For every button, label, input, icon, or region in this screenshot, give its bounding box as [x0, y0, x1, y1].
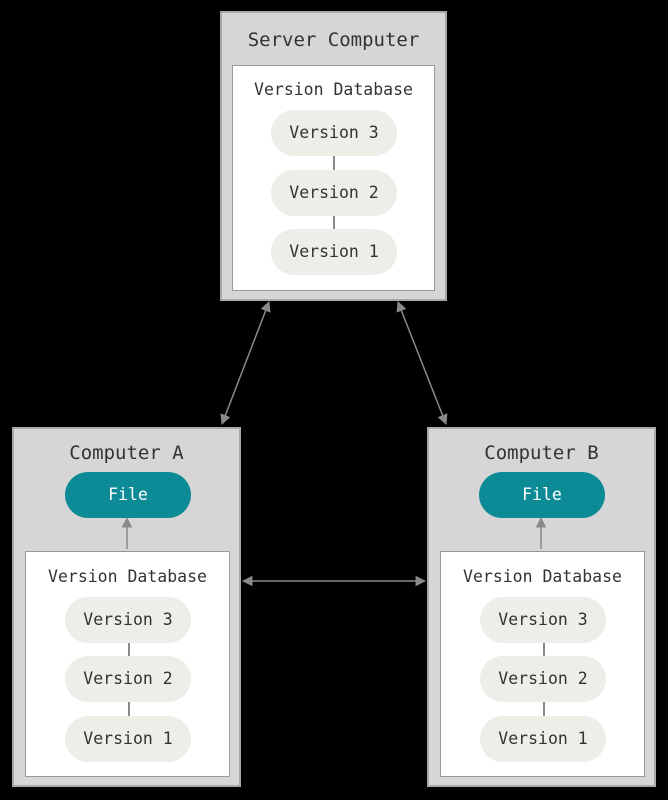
computer-a-version-1: Version 1: [65, 716, 191, 762]
computer-b-version-3: Version 3: [480, 597, 606, 643]
server-version-3: Version 3: [271, 110, 397, 156]
computer-b: Computer B File Version Database Version…: [427, 427, 656, 787]
server-version-database: Version Database Version 3 Version 2 Ver…: [232, 65, 435, 291]
computer-a-title: Computer A: [69, 442, 184, 464]
computer-b-title: Computer B: [484, 442, 599, 464]
computer-a-version-database: Version Database Version 3 Version 2 Ver…: [25, 551, 230, 777]
computer-b-version-2: Version 2: [480, 656, 606, 702]
server-computer-b-arrow: [396, 301, 448, 425]
computer-b-database-title: Version Database: [463, 567, 622, 586]
server-computer: Server Computer Version Database Version…: [220, 11, 447, 301]
computer-b-version-1: Version 1: [480, 716, 606, 762]
computer-b-file: File: [479, 472, 605, 518]
computer-a-file: File: [65, 472, 191, 518]
computer-a: Computer A File Version Database Version…: [12, 427, 241, 787]
server-database-title: Version Database: [254, 80, 413, 99]
server-computer-title: Server Computer: [247, 29, 420, 51]
computer-a-version-3: Version 3: [65, 597, 191, 643]
computer-a-database-title: Version Database: [48, 567, 207, 586]
server-computer-a-arrow: [220, 301, 271, 425]
computer-a-version-2: Version 2: [65, 656, 191, 702]
server-version-1: Version 1: [271, 229, 397, 275]
server-version-2: Version 2: [271, 170, 397, 216]
computer-b-version-database: Version Database Version 3 Version 2 Ver…: [440, 551, 645, 777]
